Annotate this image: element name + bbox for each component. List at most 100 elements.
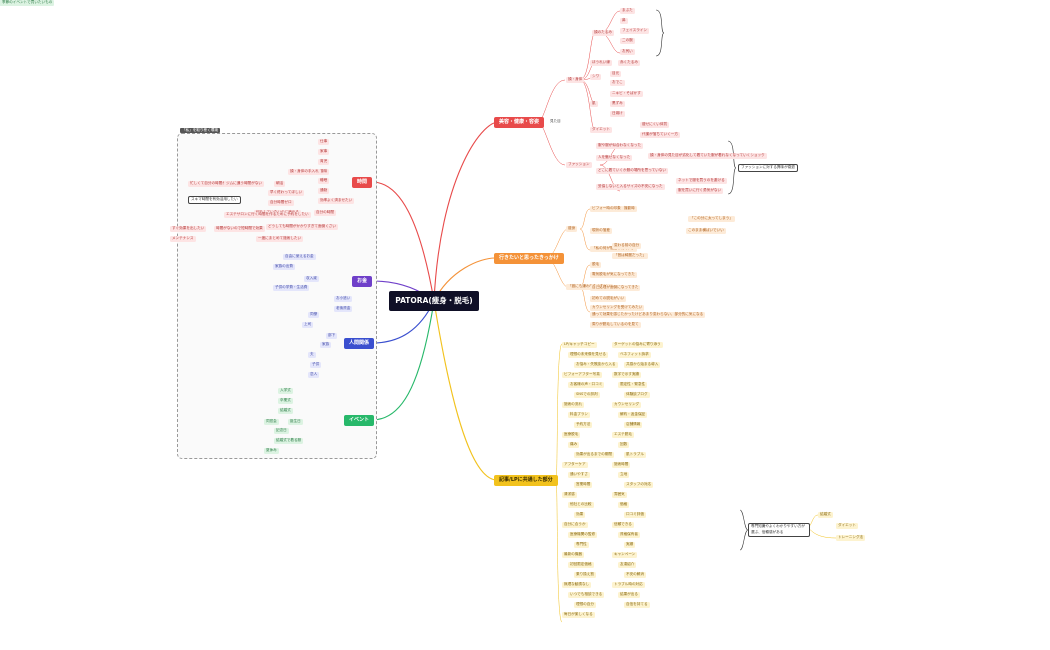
common_boxes-node[interactable]: トレーニング法 xyxy=(836,535,866,541)
right_nodes-node[interactable]: カウンセリングを受けてみたい xyxy=(590,305,645,311)
common_nodes-node[interactable]: ビフォーアフター写真 xyxy=(562,372,602,378)
right_nodes-node[interactable]: 自己処理が面倒になってきた xyxy=(590,285,641,291)
left_nodes-node[interactable]: 収入減 xyxy=(304,276,319,282)
branch-event[interactable]: イベント xyxy=(344,415,375,426)
left_nodes-node[interactable]: エステサロンに行く時間を作るために予約をしたい xyxy=(224,212,311,218)
right_nodes-node[interactable]: 「昔は綺麗だった」 xyxy=(612,253,649,259)
common_nodes-node[interactable]: 施術の流れ xyxy=(562,402,584,408)
common_nodes-node[interactable]: 乗り換え割 xyxy=(574,572,596,578)
left_nodes-node[interactable]: 上司 xyxy=(302,322,314,328)
right_nodes-node[interactable]: 通って効果を感じたかったけどあまり変わらない、部分的に気になる xyxy=(590,312,706,318)
right_nodes-node[interactable]: 服や服が似合わなくなった xyxy=(596,143,644,149)
left_nodes-node[interactable]: 家族 xyxy=(320,342,332,348)
common_nodes-node[interactable]: 自信を持てる xyxy=(624,602,650,608)
right_nodes-node[interactable]: ニキビ・そばかす xyxy=(610,91,643,97)
common_nodes-node[interactable]: スタッフの対応 xyxy=(624,482,654,488)
right_nodes-node[interactable]: 代謝が落ちていく一方 xyxy=(640,132,680,138)
left_nodes-node[interactable]: お小遣い xyxy=(334,296,353,302)
right_nodes-node[interactable]: 二の腕 xyxy=(620,38,635,44)
common_boxes-node[interactable]: ダイエット xyxy=(836,523,858,529)
left_nodes-node[interactable]: メンテナンス xyxy=(170,236,196,242)
right_nodes-node[interactable]: 「この分に太ってしまう」 xyxy=(688,216,735,222)
left_nodes-node[interactable]: 部下 xyxy=(326,333,338,339)
right_nodes-node[interactable]: 電気脱毛が気になってきた xyxy=(590,272,637,278)
left_nodes-node[interactable]: 自分の時間 xyxy=(314,210,336,216)
left_nodes-node[interactable]: 季節のイベントで買いたいもの xyxy=(0,0,55,6)
left_nodes-node[interactable]: 忙しくて自分の時間が取れない xyxy=(188,181,243,187)
common_nodes-node[interactable]: トラブル時の対応 xyxy=(612,582,645,588)
right_nodes-node[interactable]: ネットで服を買うのを避ける xyxy=(676,178,727,184)
right_nodes-node[interactable]: おでこ xyxy=(610,80,625,86)
common_nodes-node[interactable]: 初回限定価格 xyxy=(568,562,594,568)
left_nodes-node[interactable]: 一度にまとめて施術したい xyxy=(256,236,304,242)
right_nodes-node[interactable]: 周りが脱毛しているのを見て xyxy=(590,322,641,328)
right_nodes-node[interactable]: 鼻 xyxy=(620,18,628,24)
common_nodes-node[interactable]: 毎日が楽しくなる xyxy=(562,612,595,618)
common_nodes-node[interactable]: 立地 xyxy=(618,472,630,478)
common_nodes-node[interactable]: 価格 xyxy=(618,502,630,508)
right_nodes-node[interactable]: 黒ずみ xyxy=(610,101,625,107)
left_nodes-node[interactable]: 入学式 xyxy=(278,388,293,394)
common_nodes-node[interactable]: 共感から始まる導入 xyxy=(624,362,661,368)
common_nodes-node[interactable]: お悩み・失敗談から入る xyxy=(574,362,618,368)
left_nodes-node[interactable]: 顔・身体の手入れ xyxy=(288,169,321,175)
right_nodes-node[interactable]: 日焼け xyxy=(610,111,625,117)
left_nodes-node[interactable]: 仕事 xyxy=(318,139,330,145)
common_nodes-node[interactable]: 理想の自分 xyxy=(574,602,596,608)
common_nodes-node[interactable]: 信頼できる xyxy=(612,522,634,528)
common_nodes-node[interactable]: 実績 xyxy=(624,542,636,548)
right_nodes-node[interactable]: シワ xyxy=(590,74,602,80)
left_nodes-node[interactable]: 朝活 xyxy=(274,181,286,187)
common_nodes-node[interactable]: 理想の未来像を見せる xyxy=(568,352,608,358)
left_nodes-node[interactable]: ジムに通う時間がない xyxy=(224,181,264,187)
common_nodes-node[interactable]: 効果が出るまでの期間 xyxy=(574,452,614,458)
left_nodes-node[interactable]: 結婚式 xyxy=(278,408,293,414)
common_nodes-node[interactable]: LP/キャッチコピー xyxy=(562,342,597,348)
left_nodes-node[interactable]: 趣味 xyxy=(318,169,330,175)
common-box-main[interactable]: 専門知識やよくわかりやすい方が選ぶ、信頼感がある xyxy=(748,523,810,537)
right_nodes-node[interactable]: 目元 xyxy=(610,71,622,77)
common_nodes-node[interactable]: 医療脱毛 xyxy=(562,432,581,438)
left_nodes-node[interactable]: 老後資金 xyxy=(334,306,353,312)
common_nodes-node[interactable]: 予約方法 xyxy=(574,422,593,428)
left_nodes-node[interactable]: 通勤 xyxy=(318,188,330,194)
left_nodes-node[interactable]: 睡眠 xyxy=(318,178,330,184)
common_nodes-node[interactable]: 無理な勧誘なし xyxy=(562,582,592,588)
right_nodes-node[interactable]: 顔・身体の見た目が劣化して着ていた服が着れなくなっていくショック xyxy=(648,153,767,159)
common_nodes-node[interactable]: 資格保有者 xyxy=(618,532,640,538)
branch-motive[interactable]: 行きたいと思ったきっかけ xyxy=(494,253,564,264)
right_nodes-node[interactable]: 痩せにくい体質 xyxy=(640,122,670,128)
common_nodes-node[interactable]: 雰囲気 xyxy=(612,492,627,498)
left_nodes-node[interactable]: 同僚 xyxy=(308,312,320,318)
common_nodes-node[interactable]: SNSでの評判 xyxy=(574,392,600,398)
left_nodes-node[interactable]: 記念日 xyxy=(274,428,289,434)
left_nodes-node[interactable]: スキマ時間を有効活用したい xyxy=(188,196,241,204)
common_boxes-node[interactable]: 結婚式 xyxy=(818,512,833,518)
common_nodes-node[interactable]: 施術時間 xyxy=(612,462,631,468)
left_nodes-node[interactable]: 早く終わってほしい xyxy=(268,190,305,196)
common_nodes-node[interactable]: 友達紹介 xyxy=(618,562,637,568)
right_nodes-node[interactable]: 撮影時 xyxy=(622,206,637,212)
left_nodes-node[interactable]: 子供の学費・生活費 xyxy=(273,285,310,291)
common_nodes-node[interactable]: エステ脱毛 xyxy=(612,432,634,438)
right_nodes-node[interactable]: 変わる前の自分 xyxy=(612,243,642,249)
common_nodes-node[interactable]: 医療機関の監修 xyxy=(568,532,598,538)
right_nodes-node[interactable]: 顔のたるみ xyxy=(592,30,614,36)
left_nodes-node[interactable]: 家事 xyxy=(318,149,330,155)
right_nodes-node[interactable]: まぶた xyxy=(620,8,635,14)
right_nodes-node[interactable]: どこに着ていくか服の場所を思っていない xyxy=(596,168,668,174)
common_nodes-node[interactable]: 自分に合うか xyxy=(562,522,588,528)
right_nodes-node[interactable]: 痩身 xyxy=(566,226,578,232)
right_nodes-node[interactable]: 「誰にも嫌われたくない」 xyxy=(566,284,613,290)
left_nodes-node[interactable]: 効率よく済ませたい xyxy=(318,198,355,204)
branch-time[interactable]: 時間 xyxy=(352,177,373,188)
left_nodes-node[interactable]: 同窓会 xyxy=(264,419,279,425)
left_nodes-node[interactable]: 恋人 xyxy=(308,372,320,378)
left_nodes-node[interactable]: すぐ効果を出したい xyxy=(170,226,207,232)
common_nodes-node[interactable]: 他社との比較 xyxy=(568,502,594,508)
right_nodes-node[interactable]: 顔・身体 xyxy=(566,77,585,83)
common_nodes-node[interactable]: 肌トラブル xyxy=(624,452,646,458)
left_nodes-node[interactable]: 卒業式 xyxy=(278,398,293,404)
left_nodes-node[interactable]: 家族の出費 xyxy=(273,264,295,270)
left_nodes-node[interactable]: 子供 xyxy=(310,362,322,368)
